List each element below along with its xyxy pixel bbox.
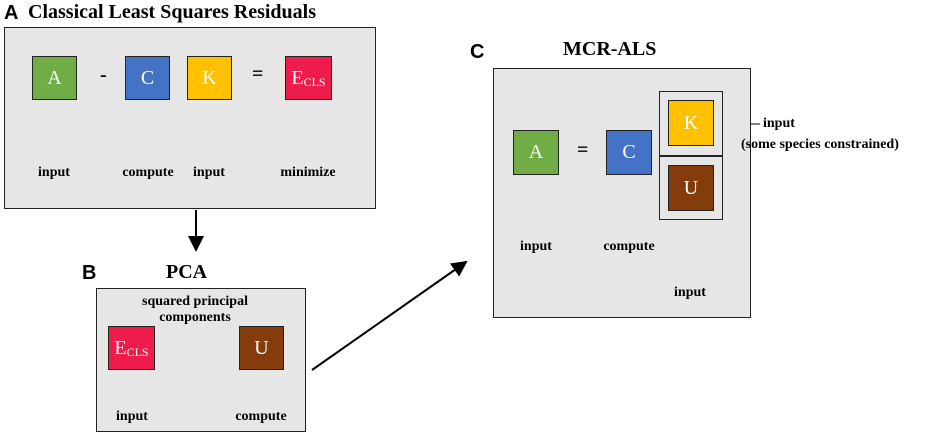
panel-b-caption-line1: squared principal [142, 294, 248, 309]
panel-b-box-u: U [239, 326, 284, 370]
panel-a-box-c: C [125, 56, 170, 100]
panel-c-box-k-text: K [683, 111, 699, 134]
panel-c-title: MCR-ALS [563, 38, 657, 60]
panel-b-caption: squared principal components [120, 294, 270, 326]
panel-b-box-u-text: U [254, 336, 269, 359]
panel-a-label-compute: compute [122, 165, 174, 180]
panel-b-title: PCA [166, 261, 208, 283]
panel-c-side-label-line2: (some species constrained) [741, 137, 899, 152]
panel-a-box-e-text: ECLS [291, 66, 326, 89]
panel-a-minus: - [100, 64, 107, 86]
panel-c-box-k: K [668, 100, 714, 146]
panel-c-box-u-text: U [683, 176, 699, 199]
panel-a-box-a: A [32, 56, 77, 100]
panel-c-side-label-line1: input [763, 116, 795, 131]
panel-c-equals: = [577, 139, 589, 161]
panel-a-label-minimize: minimize [280, 165, 336, 180]
arrow-b-to-c [311, 260, 468, 371]
panel-b-label-compute: compute [235, 409, 287, 424]
panel-b-box-e-text: ECLS [114, 336, 149, 359]
panel-c-box-u: U [668, 165, 714, 211]
panel-c-letter: C [470, 41, 485, 63]
panel-b-label-input: input [116, 409, 148, 424]
panel-c-label-input-u: input [674, 285, 706, 300]
panel-a [4, 27, 376, 209]
panel-a-box-c-text: C [140, 66, 155, 89]
panel-c-box-c: C [606, 130, 652, 175]
panel-c-label-compute: compute [603, 239, 655, 254]
panel-a-letter: A [4, 2, 19, 24]
panel-c-box-a-text: A [528, 141, 544, 163]
panel-a-box-k: K [187, 56, 232, 100]
panel-a-label-input: input [38, 165, 70, 180]
panel-c-box-c-text: C [622, 141, 636, 163]
panel-c-box-a: A [513, 130, 559, 175]
panel-b-caption-line2: components [159, 310, 231, 325]
panel-b-letter: B [82, 262, 97, 284]
panel-c-stack-divider [659, 155, 723, 157]
panel-b-box-e: ECLS [108, 326, 155, 370]
panel-a-label-input-k: input [193, 165, 225, 180]
panel-a-equals: = [252, 63, 264, 85]
panel-a-box-e: ECLS [285, 56, 332, 100]
panel-a-box-a-text: A [47, 66, 62, 89]
panel-a-box-k-text: K [202, 66, 217, 89]
panel-c-label-input-a: input [520, 239, 552, 254]
panel-a-title: Classical Least Squares Residuals [28, 1, 317, 23]
